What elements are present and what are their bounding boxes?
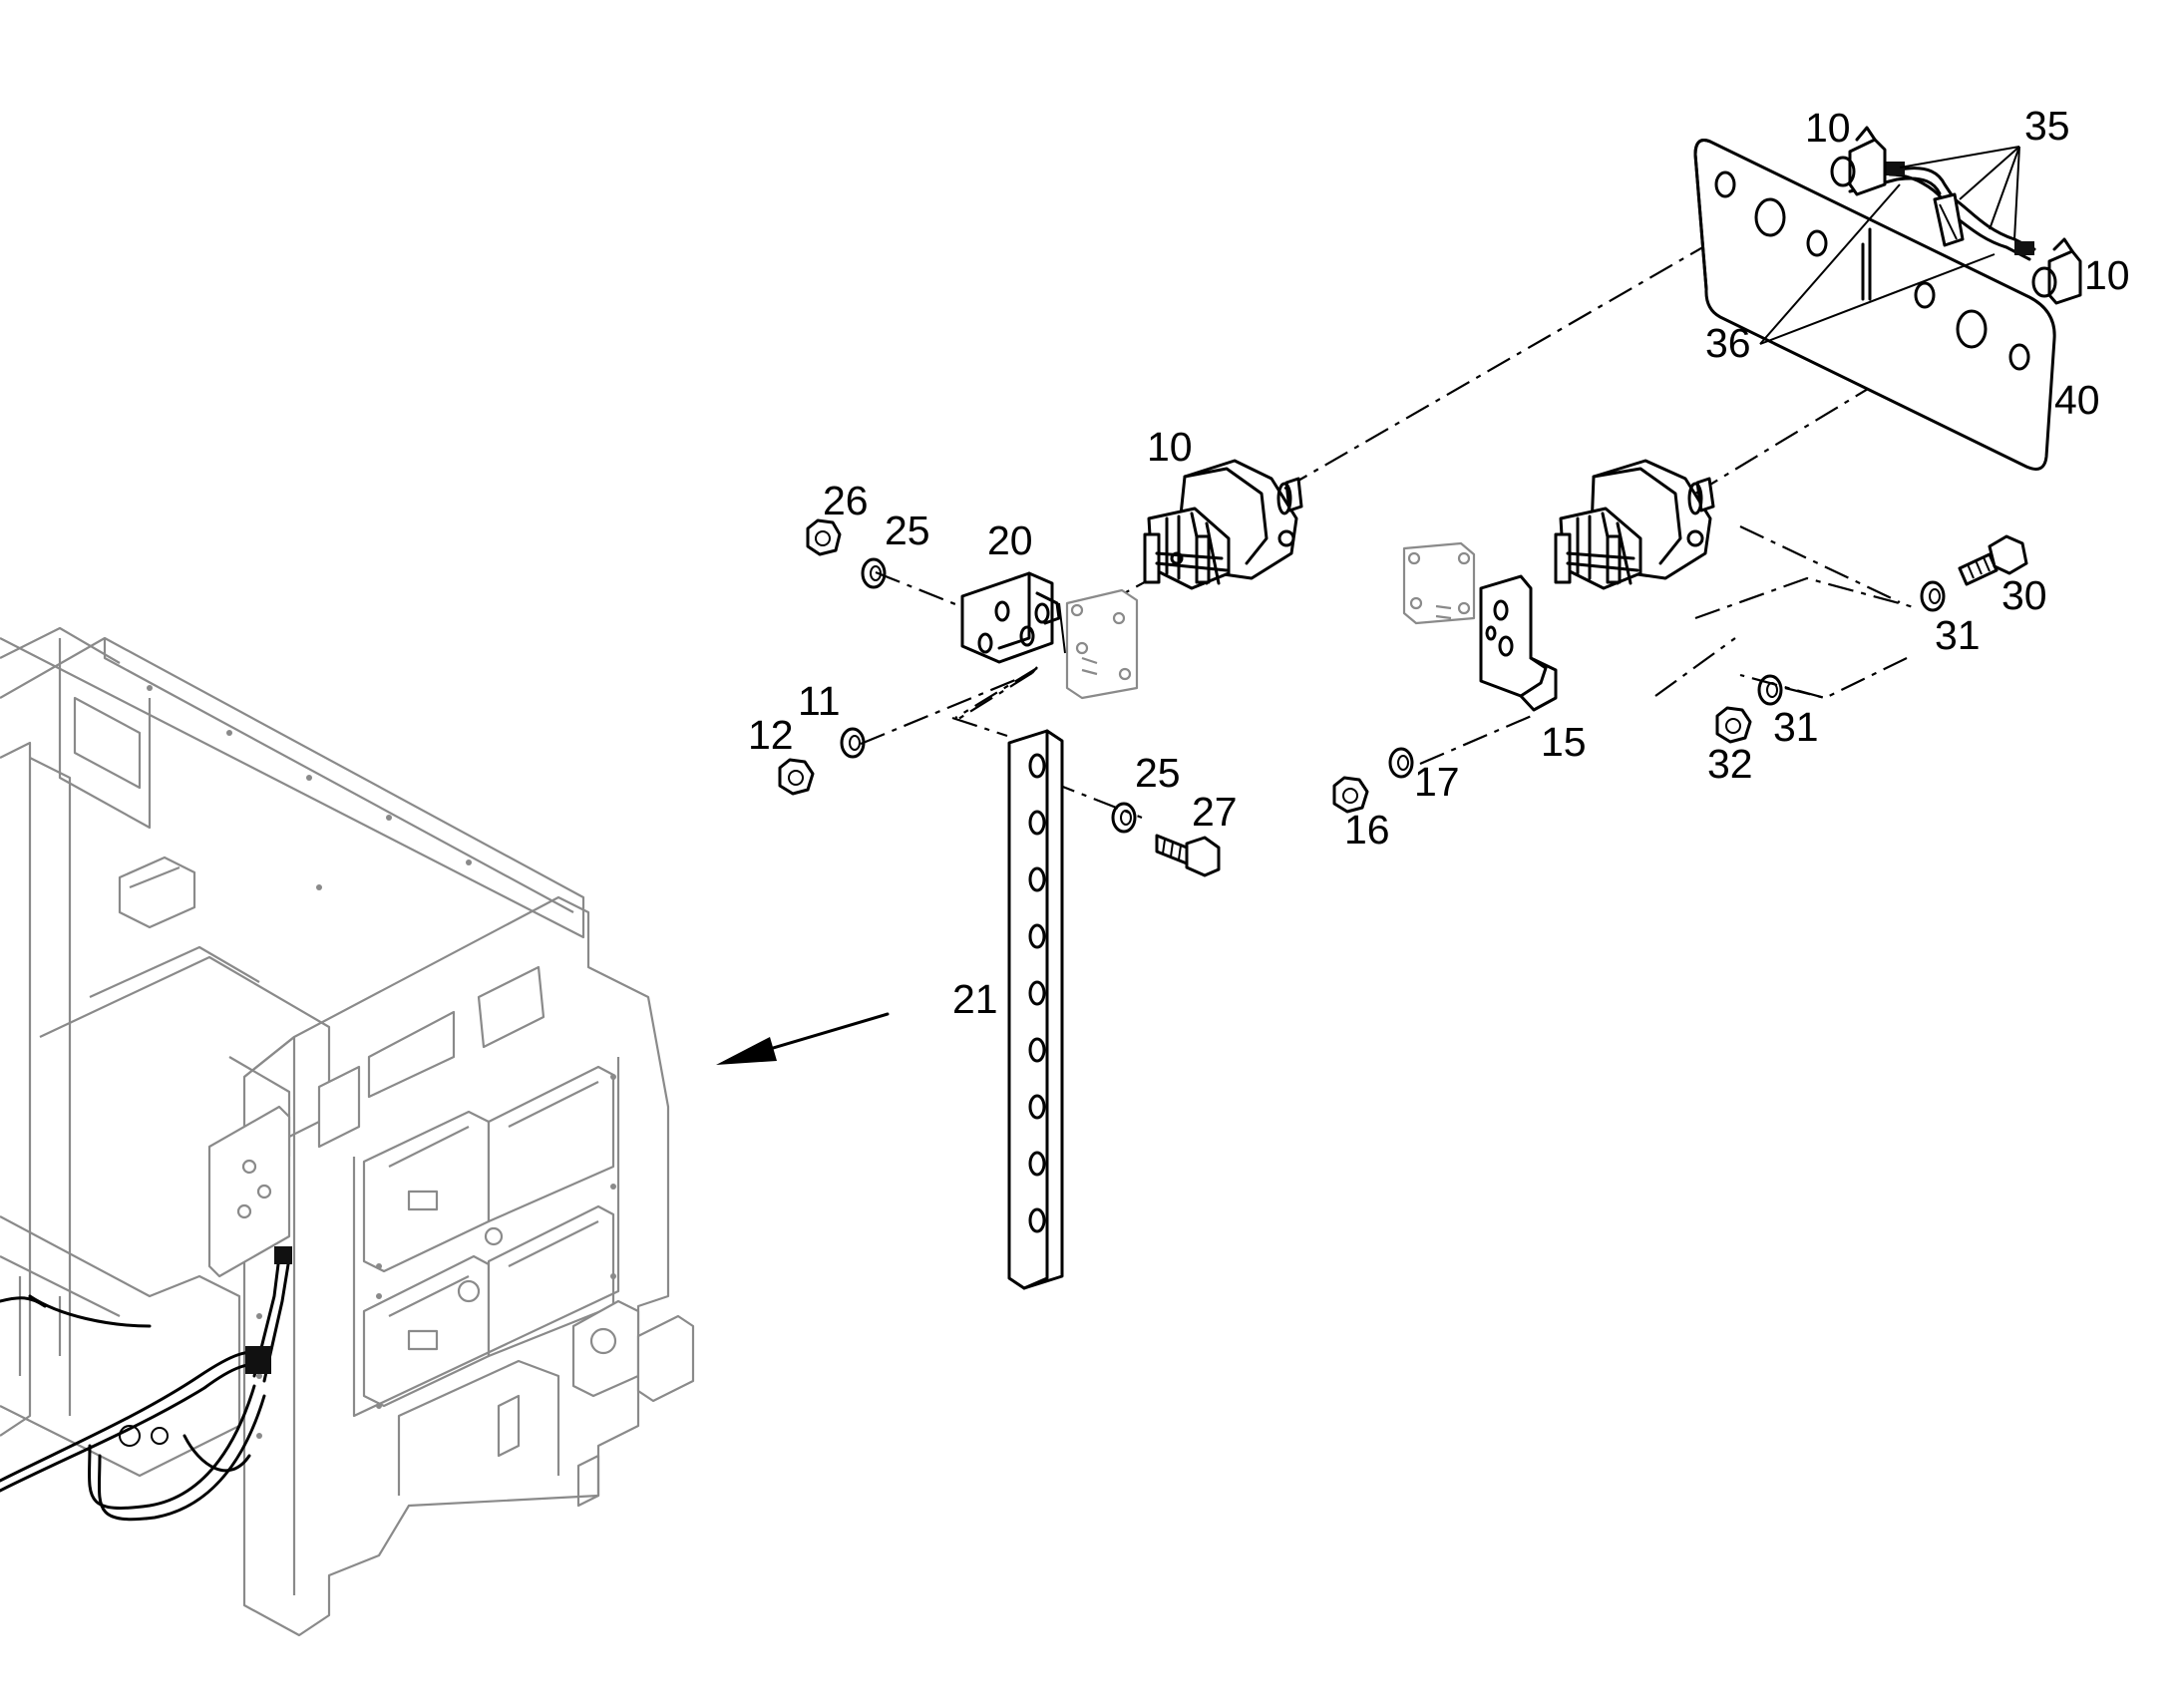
callout-36: 36	[1705, 320, 1751, 366]
callout-15: 15	[1541, 719, 1587, 765]
battery-icon	[362, 1065, 615, 1408]
washer-icon	[1757, 674, 1783, 706]
hex-bolt-icon	[1155, 834, 1221, 877]
callout-35: 35	[2024, 103, 2070, 149]
callout-25-top: 25	[885, 508, 930, 553]
callout-17: 17	[1414, 759, 1460, 805]
perforated-strap-icon	[1007, 729, 1064, 1290]
callout-25-lower: 25	[1135, 750, 1181, 796]
leader-lines	[1759, 146, 2020, 345]
location-arrow-icon	[716, 1012, 890, 1065]
callout-31-upper: 31	[1935, 612, 1981, 658]
callout-12: 12	[748, 712, 794, 758]
callout-30: 30	[2001, 572, 2047, 618]
callout-40: 40	[2054, 377, 2100, 423]
hex-nut-icon	[778, 758, 815, 796]
washer-icon	[1388, 747, 1414, 779]
wire-harness-icon	[1830, 126, 2082, 305]
battery-switch-left	[1143, 459, 1303, 590]
insulator-plate-left	[1065, 588, 1139, 700]
cover-plate-icon	[1693, 139, 2056, 471]
callout-20: 20	[987, 517, 1033, 563]
battery-switch-right	[1554, 459, 1715, 590]
assembly-lines	[860, 210, 1968, 820]
washer-icon	[1111, 802, 1137, 834]
callout-26: 26	[823, 478, 869, 523]
mounting-bracket-15	[1479, 574, 1558, 712]
callout-labels: 10 35 10 36 40 10 26 25 20 30 31 11 12 1…	[748, 103, 2130, 1022]
callout-32: 32	[1707, 741, 1753, 787]
hex-bolt-icon	[1958, 534, 2028, 586]
hex-nut-icon	[1332, 776, 1369, 814]
washer-icon	[861, 557, 887, 589]
machine-frame-icon	[0, 626, 695, 1637]
callout-10-right: 10	[2084, 252, 2130, 298]
mounting-bracket-20	[960, 571, 1066, 664]
washer-icon	[1920, 580, 1946, 612]
battery-cable-icon	[0, 1246, 292, 1522]
callout-21: 21	[952, 976, 998, 1022]
callout-27: 27	[1192, 789, 1238, 835]
hex-nut-icon	[806, 518, 842, 556]
callout-10-center: 10	[1147, 424, 1193, 470]
hex-nut-icon	[1715, 706, 1752, 744]
callout-11: 11	[798, 678, 841, 724]
washer-icon	[840, 727, 866, 759]
callout-31-lower: 31	[1773, 704, 1819, 750]
callout-16: 16	[1344, 807, 1390, 853]
callout-10-top: 10	[1805, 105, 1851, 151]
insulator-plate-right	[1402, 541, 1476, 625]
